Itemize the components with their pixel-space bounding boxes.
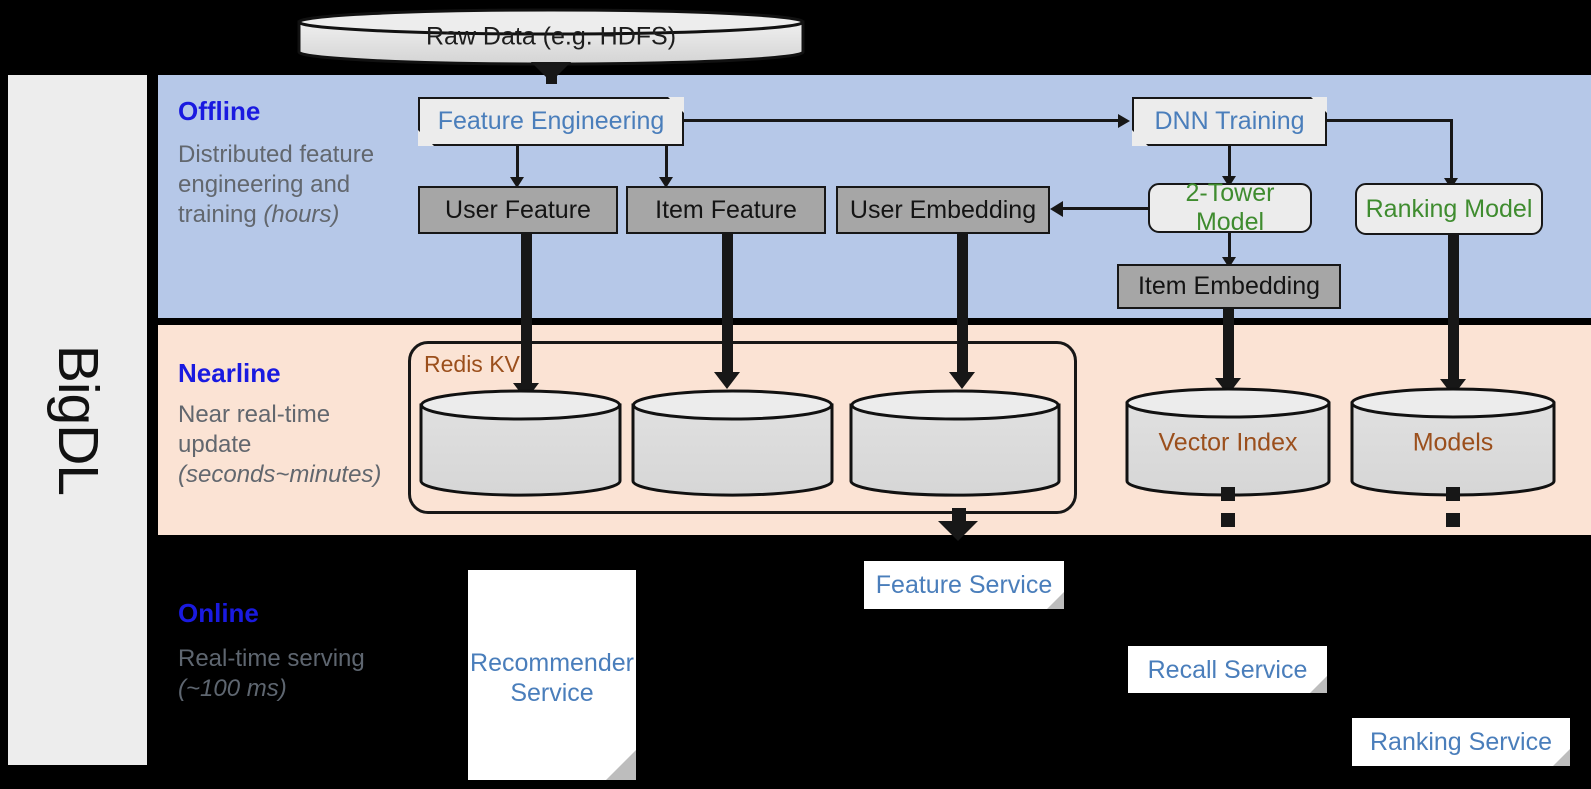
node-dnn-training[interactable]: DNN Training [1132, 97, 1327, 146]
band-desc-online: Real-time serving (~100 ms) [178, 644, 408, 704]
redis-cylinder-2 [630, 389, 835, 497]
pipe-userembedding-redis [957, 234, 968, 379]
item-feature-label: Item Feature [655, 195, 797, 224]
recommender-service-shape [468, 570, 636, 780]
band-desc-offline-text: Distributed feature engineering and trai… [178, 141, 375, 228]
arrowhead-fe-userfeature [510, 177, 524, 188]
models-cylinder[interactable]: Models [1349, 387, 1557, 497]
band-desc-nearline-text: Near real-time update [178, 401, 331, 458]
pipe-rankingmodel-models [1448, 235, 1459, 385]
node-feature-engineering[interactable]: Feature Engineering [418, 97, 684, 146]
recall-service-shape [1128, 646, 1327, 693]
node-item-feature[interactable]: Item Feature [626, 186, 826, 234]
user-feature-label: User Feature [445, 195, 591, 224]
vector-index-cylinder[interactable]: Vector Index [1124, 387, 1332, 497]
arrowhead-fe-itemfeature [659, 177, 673, 188]
redis-kv-container [408, 341, 1077, 514]
connector-dnn-twotower [1228, 146, 1231, 179]
node-recall-service[interactable]: Recall Service [1128, 646, 1327, 693]
stub-vectorindex-1 [1221, 487, 1235, 501]
ranking-model-label: Ranking Model [1365, 194, 1533, 223]
band-desc-online-text: Real-time serving [178, 645, 365, 672]
node-user-feature[interactable]: User Feature [418, 186, 618, 234]
connector-fe-dnn [684, 119, 1118, 122]
arrowhead-userembedding-redis [949, 372, 975, 389]
band-title-online: Online [178, 598, 259, 628]
node-recommender-service[interactable]: Recommender Service [468, 570, 636, 780]
arrowhead-rawdata-fe [531, 62, 571, 82]
stub-models-2 [1446, 513, 1460, 527]
node-feature-service[interactable]: Feature Service [864, 561, 1064, 609]
stub-vectorindex-2 [1221, 513, 1235, 527]
node-ranking-model[interactable]: Ranking Model [1355, 183, 1543, 235]
feature-service-shape [864, 561, 1064, 609]
stub-redis-featureservice [952, 508, 966, 522]
feature-engineering-shape [418, 97, 684, 146]
band-desc-nearline-em: (seconds~minutes) [178, 461, 382, 488]
recommender-service-text: Recommender Service [468, 570, 636, 780]
pipe-itemfeature-redis [722, 234, 733, 379]
arrowhead-redis-featureservice [938, 521, 978, 541]
connector-twotower-userembedding [1063, 207, 1150, 210]
redis-cylinder-3 [848, 389, 1062, 497]
models-label: Models [1412, 428, 1494, 457]
node-two-tower-model[interactable]: 2-Tower Model [1148, 179, 1312, 236]
feature-service-label: Feature Service [875, 571, 1053, 599]
feature-engineering-label: Feature Engineering [437, 107, 665, 136]
two-tower-model-label: 2-Tower Model [1185, 179, 1275, 236]
raw-data-cylinder: Raw Data (e.g. HDFS) [296, 8, 806, 66]
recommender-service-label-2: Service [510, 679, 594, 707]
ranking-service-shape [1352, 718, 1570, 766]
arrowhead-itemfeature-redis [714, 372, 740, 389]
pipe-userfeature-redis [521, 234, 532, 391]
pipe-itemembedding-vectorindex [1223, 309, 1234, 384]
band-title-offline: Offline [178, 96, 261, 126]
connector-fe-itemfeature [665, 146, 668, 180]
dnn-training-label: DNN Training [1154, 107, 1305, 136]
ranking-service-label: Ranking Service [1369, 728, 1553, 756]
arrowhead-twotower-userembedding [1050, 201, 1063, 217]
arrowhead-dnn-twotower [1222, 176, 1236, 187]
connector-dnn-ranking-v [1450, 119, 1453, 181]
band-title-nearline: Nearline [178, 358, 281, 388]
band-desc-offline: Distributed feature engineering and trai… [178, 140, 408, 230]
item-embedding-label: Item Embedding [1137, 272, 1321, 301]
node-ranking-service[interactable]: Ranking Service [1352, 718, 1570, 766]
sidebar-label: BigDL [45, 344, 110, 496]
arrowhead-fe-dnn [1118, 114, 1130, 128]
user-embedding-label: User Embedding [849, 195, 1037, 224]
arrowhead-twotower-itememb [1222, 257, 1236, 268]
band-desc-nearline: Near real-time update (seconds~minutes) [178, 400, 408, 490]
redis-kv-label: Redis KV [424, 351, 520, 377]
node-item-embedding[interactable]: Item Embedding [1117, 264, 1341, 309]
recommender-service-label-1: Recommender [470, 649, 634, 677]
stub-models-1 [1446, 487, 1460, 501]
connector-fe-userfeature [516, 146, 519, 180]
connector-twotower-itememb [1228, 233, 1231, 261]
recall-service-label: Recall Service [1147, 655, 1308, 684]
node-user-embedding[interactable]: User Embedding [836, 186, 1050, 234]
vector-index-label: Vector Index [1158, 428, 1298, 457]
band-desc-online-em: (~100 ms) [178, 675, 287, 702]
band-desc-offline-em: (hours) [263, 201, 340, 228]
raw-data-label: Raw Data (e.g. HDFS) [425, 22, 677, 51]
sidebar-bigdl: BigDL [8, 75, 147, 765]
connector-dnn-ranking-h [1327, 119, 1453, 122]
dnn-training-shape [1132, 97, 1327, 146]
redis-cylinder-1 [418, 389, 623, 497]
